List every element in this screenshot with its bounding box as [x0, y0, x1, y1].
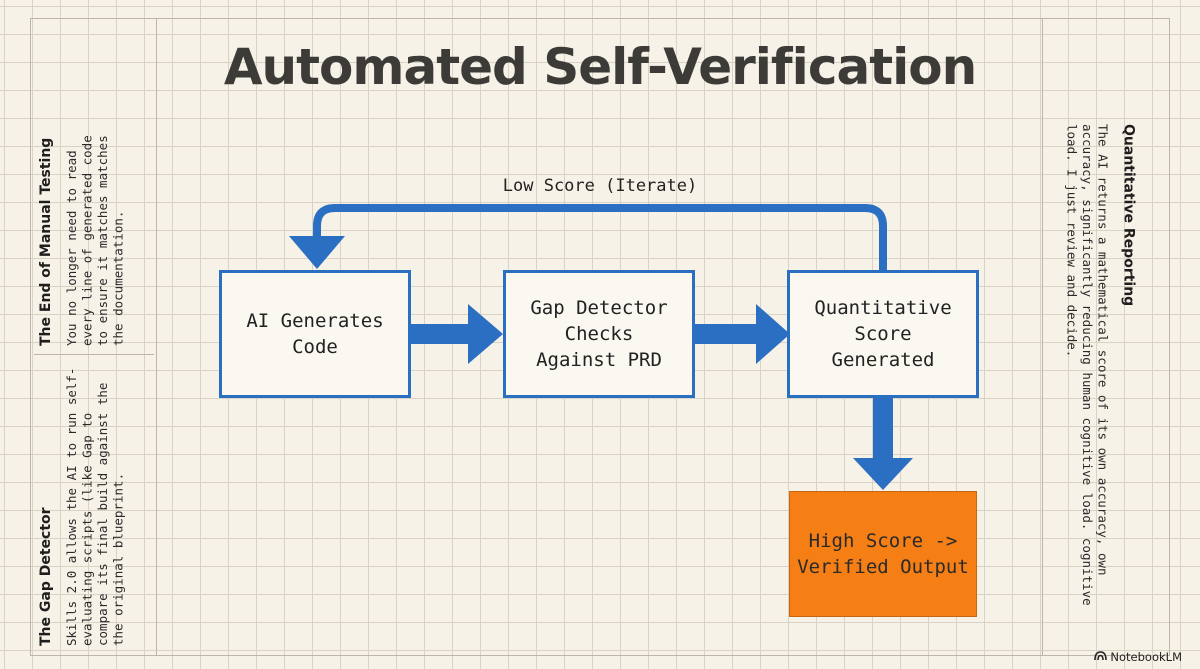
loop-label: Low Score (Iterate) [502, 176, 698, 196]
quantitative-reporting-heading: Quantitative Reporting [1120, 124, 1137, 307]
step-generate-code: AI Generates Code [219, 270, 411, 398]
page-frame [30, 18, 1170, 656]
quantitative-reporting-body: The AI returns a mathematical score of i… [1064, 124, 1111, 606]
notebooklm-logo-icon [1094, 650, 1108, 664]
arrow-generate-to-detect [411, 304, 503, 364]
output-verified: High Score -> Verified Output [789, 491, 977, 617]
right-panel-quantitative-reporting: Quantitative Reporting The AI returns a … [1064, 124, 1137, 624]
page-title: Automated Self-Verification [223, 38, 977, 96]
loop-arrow-head [289, 236, 345, 269]
left-panel-divider [34, 354, 154, 355]
right-panel-border [1042, 18, 1043, 656]
arrow-score-to-output [853, 398, 913, 490]
left-panel-border [156, 18, 157, 656]
step-quantitative-score: Quantitative Score Generated [787, 270, 979, 398]
brand-label: NotebookLM [1110, 650, 1182, 664]
arrow-detect-to-score [695, 304, 790, 364]
loop-arrow-path [313, 204, 887, 270]
step-gap-detector: Gap Detector Checks Against PRD [503, 270, 695, 398]
brand: NotebookLM [1094, 650, 1182, 664]
